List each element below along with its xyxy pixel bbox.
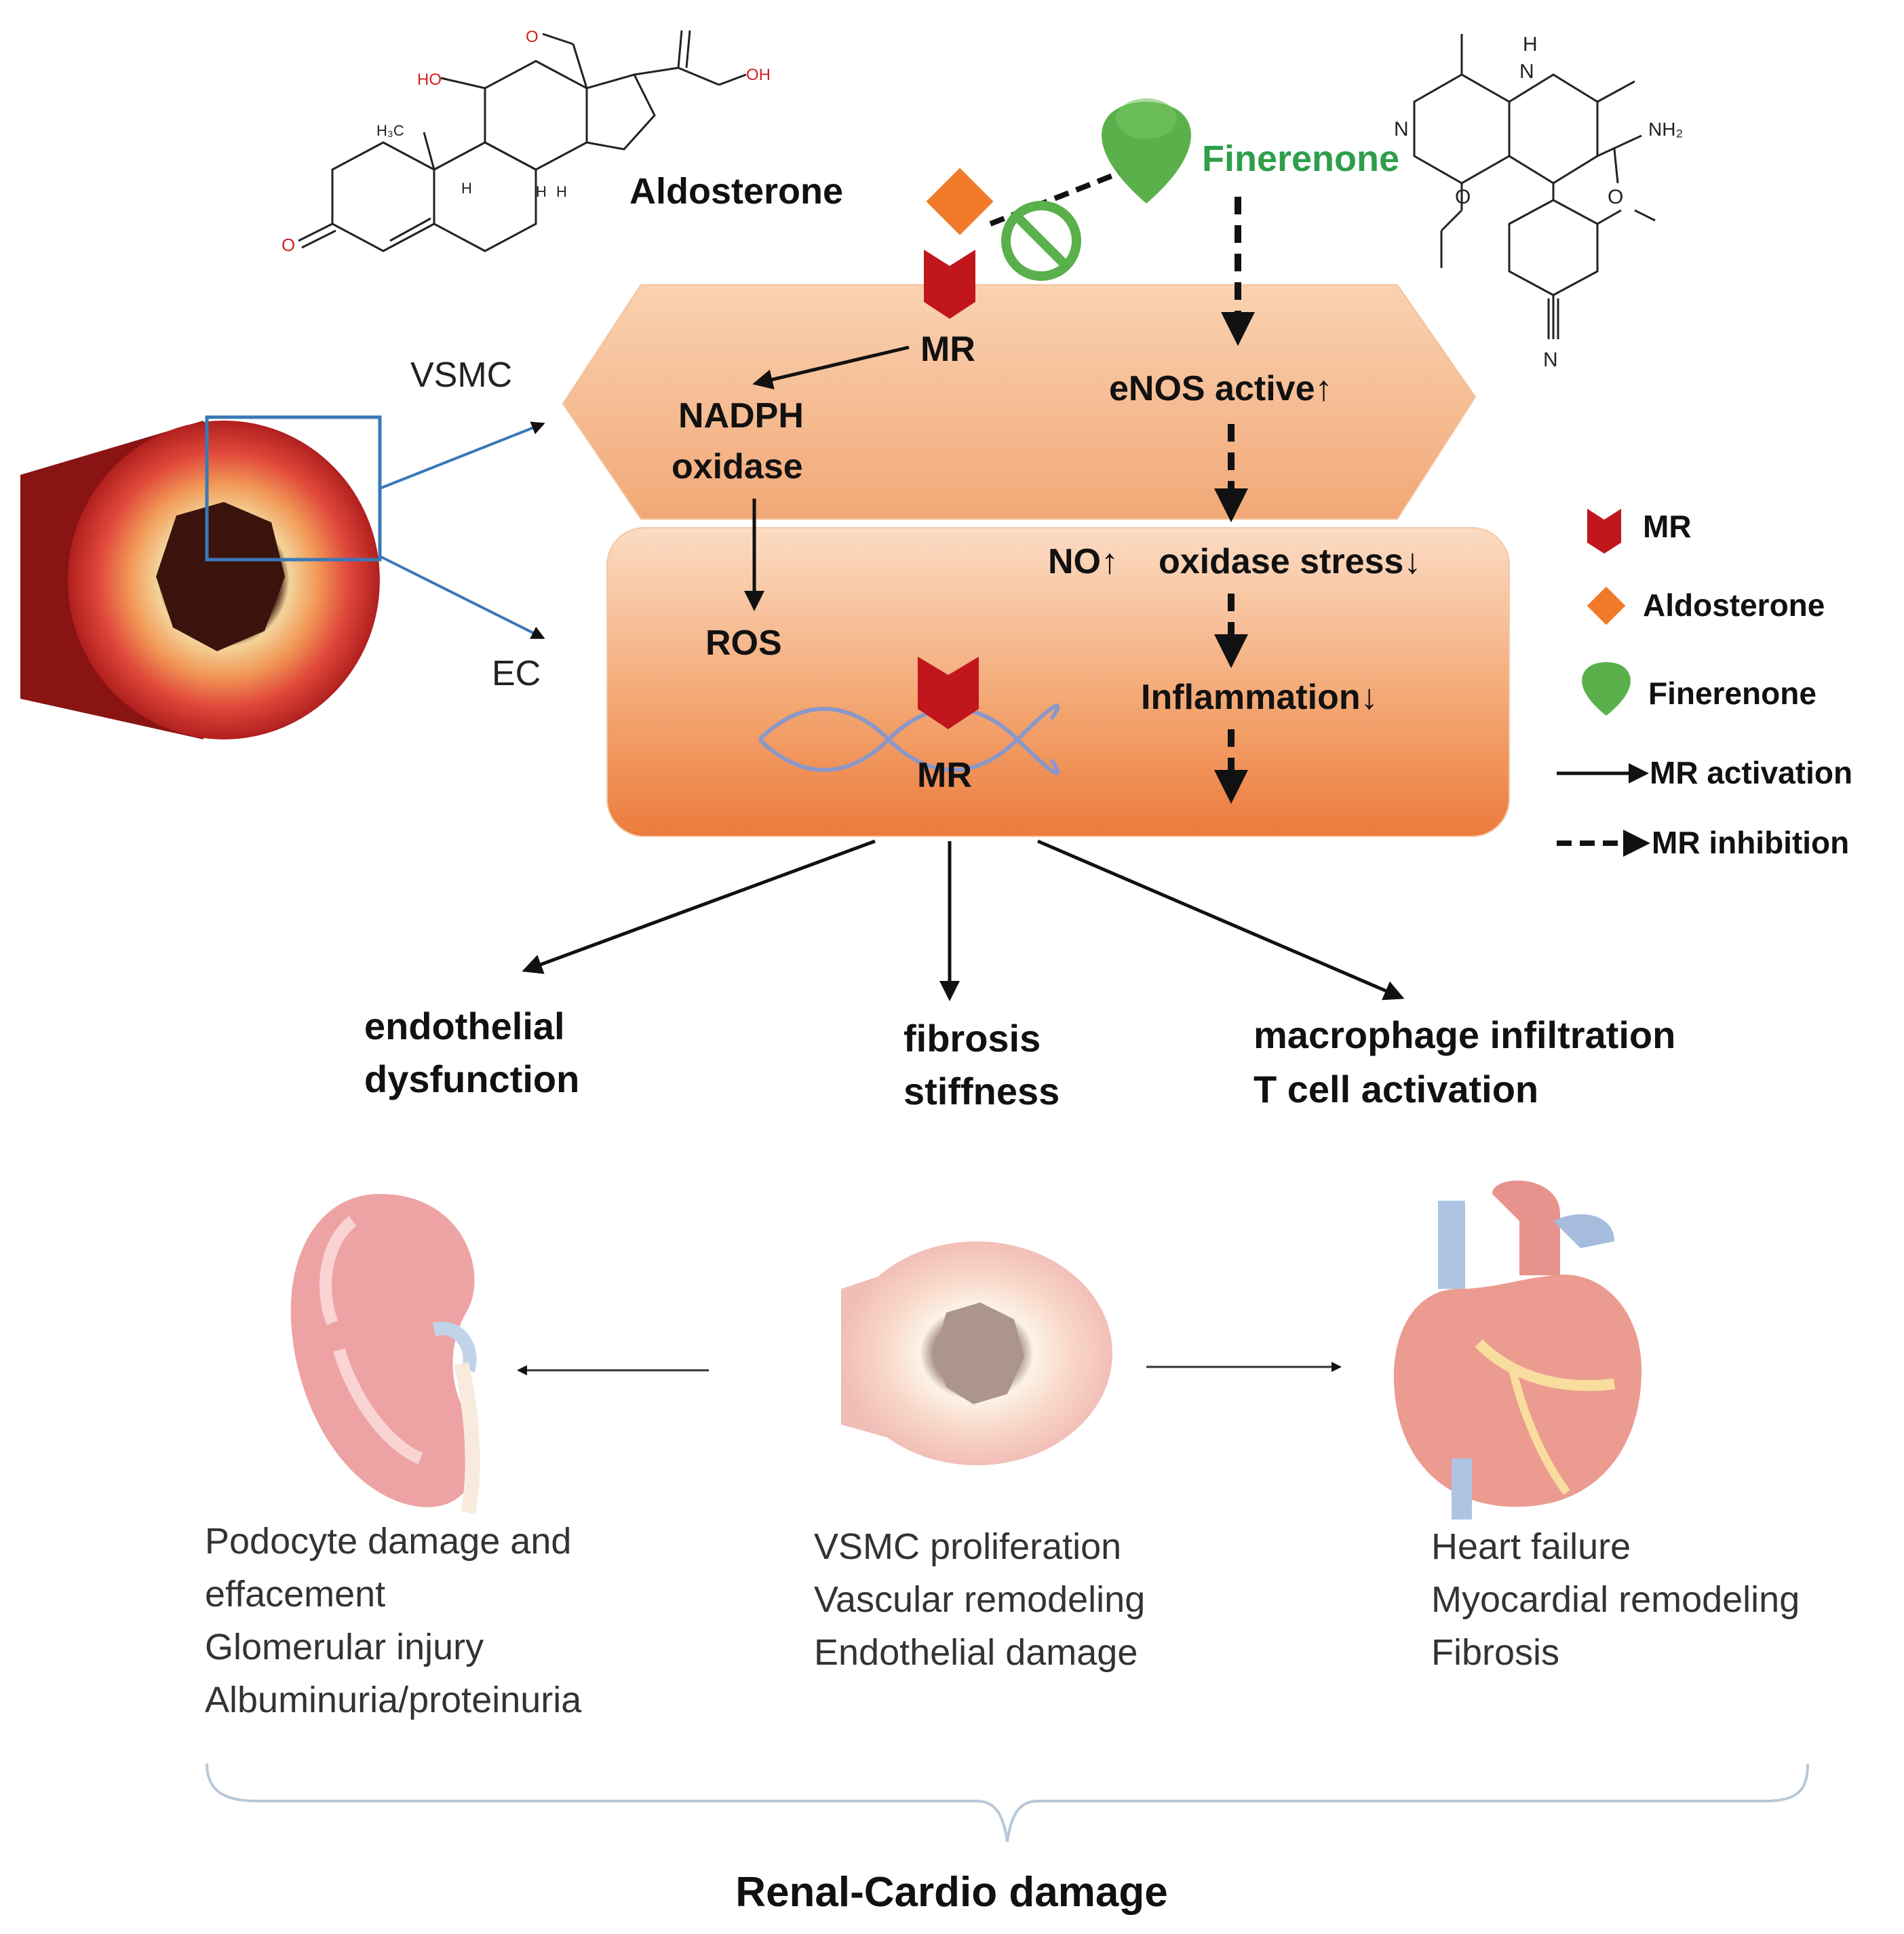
heart-effect-line: Heart failure [1431, 1526, 1631, 1567]
vessel-effect-line: Vascular remodeling [814, 1579, 1145, 1620]
kidney-effects: Podocyte damage and effacement Glomerula… [205, 1521, 582, 1720]
aldosterone-diamond-icon [926, 168, 994, 235]
heart-effects: Heart failure Myocardial remodeling Fibr… [1431, 1526, 1800, 1673]
mr-receptor-icon [924, 250, 975, 319]
kidney-effect-line: Podocyte damage and [205, 1521, 571, 1562]
kidney-effect-line: Albuminuria/proteinuria [205, 1680, 582, 1720]
outcome-macrophage-line1: macrophage infiltration [1254, 1013, 1675, 1056]
arrow-to-macrophage [1037, 839, 1405, 1001]
atom-label: HO [417, 71, 442, 89]
legend-finerenone-label: Finerenone [1648, 676, 1816, 711]
atom-label: N [1519, 60, 1534, 83]
heart-effect-line: Fibrosis [1431, 1632, 1559, 1673]
summary-brace [206, 1763, 1809, 1842]
inflammation-label: Inflammation↓ [1141, 678, 1378, 717]
zoom-line-to-ec [379, 555, 545, 639]
legend-activation-label: MR activation [1650, 755, 1852, 790]
vessel-effects: VSMC proliferation Vascular remodeling E… [814, 1526, 1145, 1673]
finerenone-pin-icon [1102, 98, 1191, 204]
legend-inhibition-label: MR inhibition [1652, 825, 1849, 860]
legend-aldosterone-label: Aldosterone [1643, 587, 1825, 623]
atom-label: H [556, 183, 567, 200]
atom-label: N [1543, 349, 1558, 371]
upper-mr-label: MR [920, 330, 975, 369]
arrow-to-endothelial [522, 839, 876, 974]
oxidase-stress-label: oxidase stress↓ [1159, 542, 1421, 581]
atom-label: OH [746, 66, 771, 84]
outcome-fibrosis-line2: stiffness [904, 1070, 1060, 1113]
heart-effect-line: Myocardial remodeling [1431, 1579, 1800, 1620]
atom-label: H [536, 183, 547, 200]
atom-label: O [281, 235, 295, 255]
atom-label: O [1455, 186, 1471, 208]
dna-mr-receptor-icon [918, 657, 979, 729]
ros-label: ROS [705, 623, 782, 663]
atom-label: H [461, 180, 472, 197]
lower-mr-label: MR [917, 756, 972, 795]
legend: MR Aldosterone Finerenone MR activation … [1557, 509, 1852, 860]
vessel-cross-section-image [20, 415, 382, 739]
mr-to-nadph-arrow [752, 345, 910, 390]
nadph-label-line1: NADPH [678, 396, 804, 436]
atom-label: O [1608, 186, 1623, 208]
no-label: NO↑ [1048, 542, 1119, 581]
legend-finerenone-icon [1582, 662, 1631, 716]
finerenone-structure [1413, 34, 1656, 339]
atom-label: H [1523, 33, 1538, 56]
kidney-effect-line: effacement [205, 1574, 385, 1614]
legend-mr-icon [1587, 509, 1621, 554]
kidney-image [290, 1194, 480, 1515]
vsmc-cell-label: VSMC [410, 355, 512, 395]
aldosterone-label: Aldosterone [629, 171, 843, 212]
atom-label: N [1394, 118, 1409, 140]
aldosterone-atoms: HO H₃C H H H O O OH [281, 28, 771, 255]
vessel-effect-line: Endothelial damage [814, 1632, 1138, 1673]
atom-label: H₃C [376, 122, 404, 139]
outcome-macrophage-line2: T cell activation [1254, 1068, 1538, 1110]
footer-title: Renal-Cardio damage [735, 1869, 1167, 1916]
zoom-line-to-vsmc [379, 421, 545, 490]
block-icon [1001, 201, 1081, 281]
outcome-endothelial-line1: endothelial [364, 1005, 565, 1047]
kidney-effect-line: Glomerular injury [205, 1627, 484, 1667]
legend-aldosterone-icon [1587, 586, 1626, 625]
finerenone-label: Finerenone [1202, 138, 1399, 179]
outcome-endothelial-line2: dysfunction [364, 1058, 579, 1100]
vessel-center-image [841, 1241, 1112, 1465]
legend-mr-label: MR [1643, 509, 1692, 544]
atom-label: NH₂ [1648, 119, 1683, 140]
outcome-fibrosis-line1: fibrosis [904, 1017, 1041, 1060]
vessel-effect-line: VSMC proliferation [814, 1526, 1121, 1567]
heart-image [1393, 1180, 1641, 1520]
aldosterone-structure [298, 30, 747, 252]
nadph-label-line2: oxidase [672, 447, 803, 486]
ec-layer-box [606, 527, 1510, 837]
finerenone-atoms: H N N NH₂ O O N [1394, 33, 1683, 371]
enos-label: eNOS active↑ [1109, 369, 1333, 408]
atom-label: O [526, 28, 539, 46]
ec-cell-label: EC [492, 654, 541, 693]
